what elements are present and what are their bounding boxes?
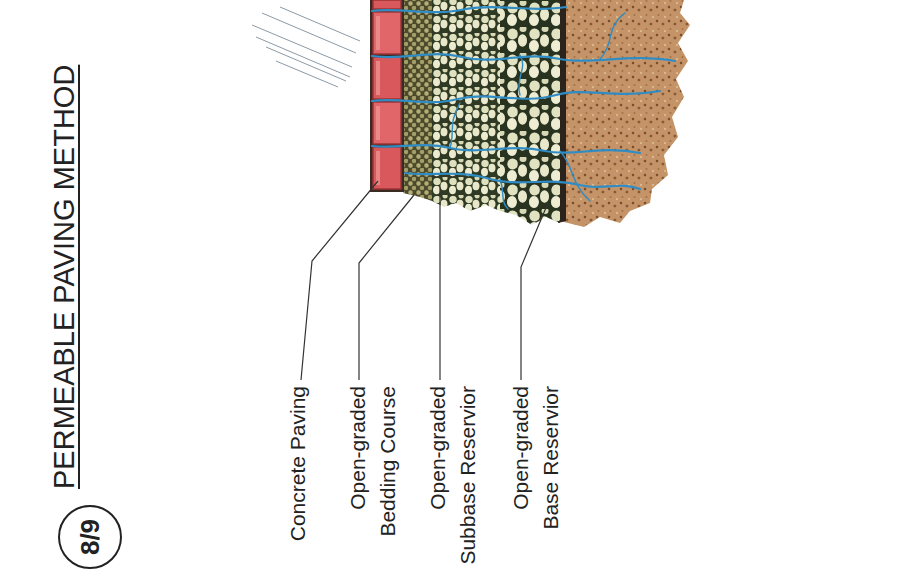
base-reservoir-layer (500, 0, 560, 225)
layer-label: Concrete Paving (283, 386, 313, 546)
figure-number: 8/9 (75, 519, 106, 555)
layer-label: Open-graded Subbase Reservior (423, 386, 483, 569)
concrete-pavers (370, 0, 404, 192)
native-soil (560, 0, 690, 227)
figure-number-circle: 8/9 (58, 505, 122, 569)
layer-label: Open-graded Bedding Course (343, 386, 403, 541)
rain-lines (252, 7, 360, 87)
layer-label: Open-graded Base Reservior (506, 386, 566, 534)
water-flow (372, 7, 675, 209)
diagram-title: PERMEABLE PAVING METHOD (46, 65, 82, 489)
leader-lines (301, 181, 548, 380)
